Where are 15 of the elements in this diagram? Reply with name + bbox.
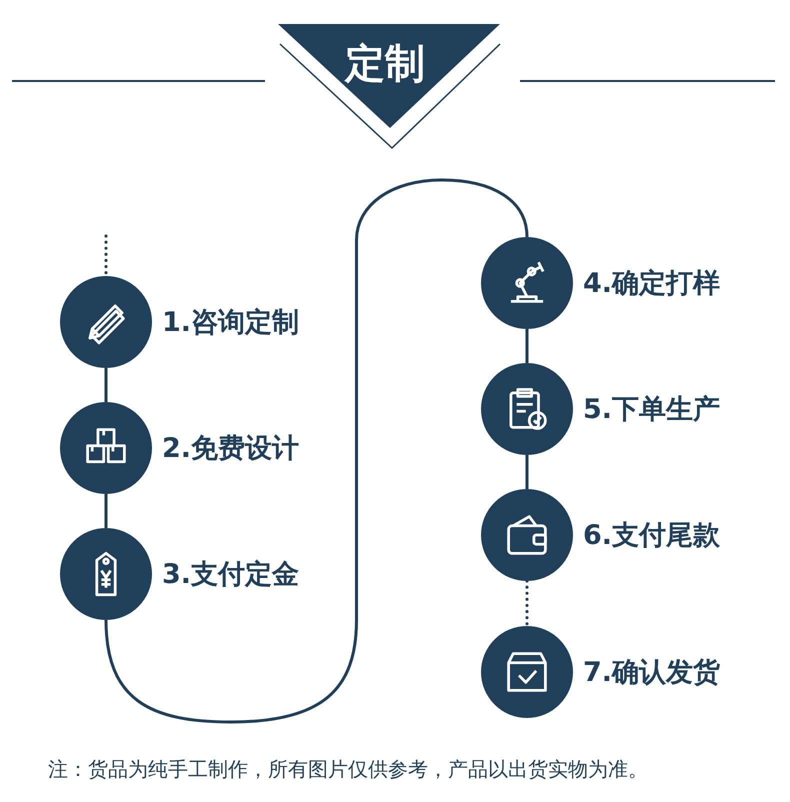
step-label: 3.支付定金 xyxy=(162,558,300,592)
step-label: 7.确认发货 xyxy=(583,656,720,690)
connector-line xyxy=(526,329,528,363)
step-label: 6.支付尾款 xyxy=(583,519,720,553)
connector-line xyxy=(526,455,528,489)
connector-line xyxy=(104,178,528,724)
step-label: 2.免费设计 xyxy=(162,432,300,466)
footnote: 注：货品为纯手工制作，所有图片仅供参考，产品以出货实物为准。 xyxy=(48,756,648,783)
dotted-connector xyxy=(526,580,528,628)
step-label: 4.确定打样 xyxy=(583,267,720,301)
step-label: 5.下单生产 xyxy=(583,393,720,427)
connector-line xyxy=(104,494,108,528)
banner-title: 定制 xyxy=(345,40,425,89)
connector-line xyxy=(104,368,108,402)
step-label: 1.咨询定制 xyxy=(162,306,300,340)
